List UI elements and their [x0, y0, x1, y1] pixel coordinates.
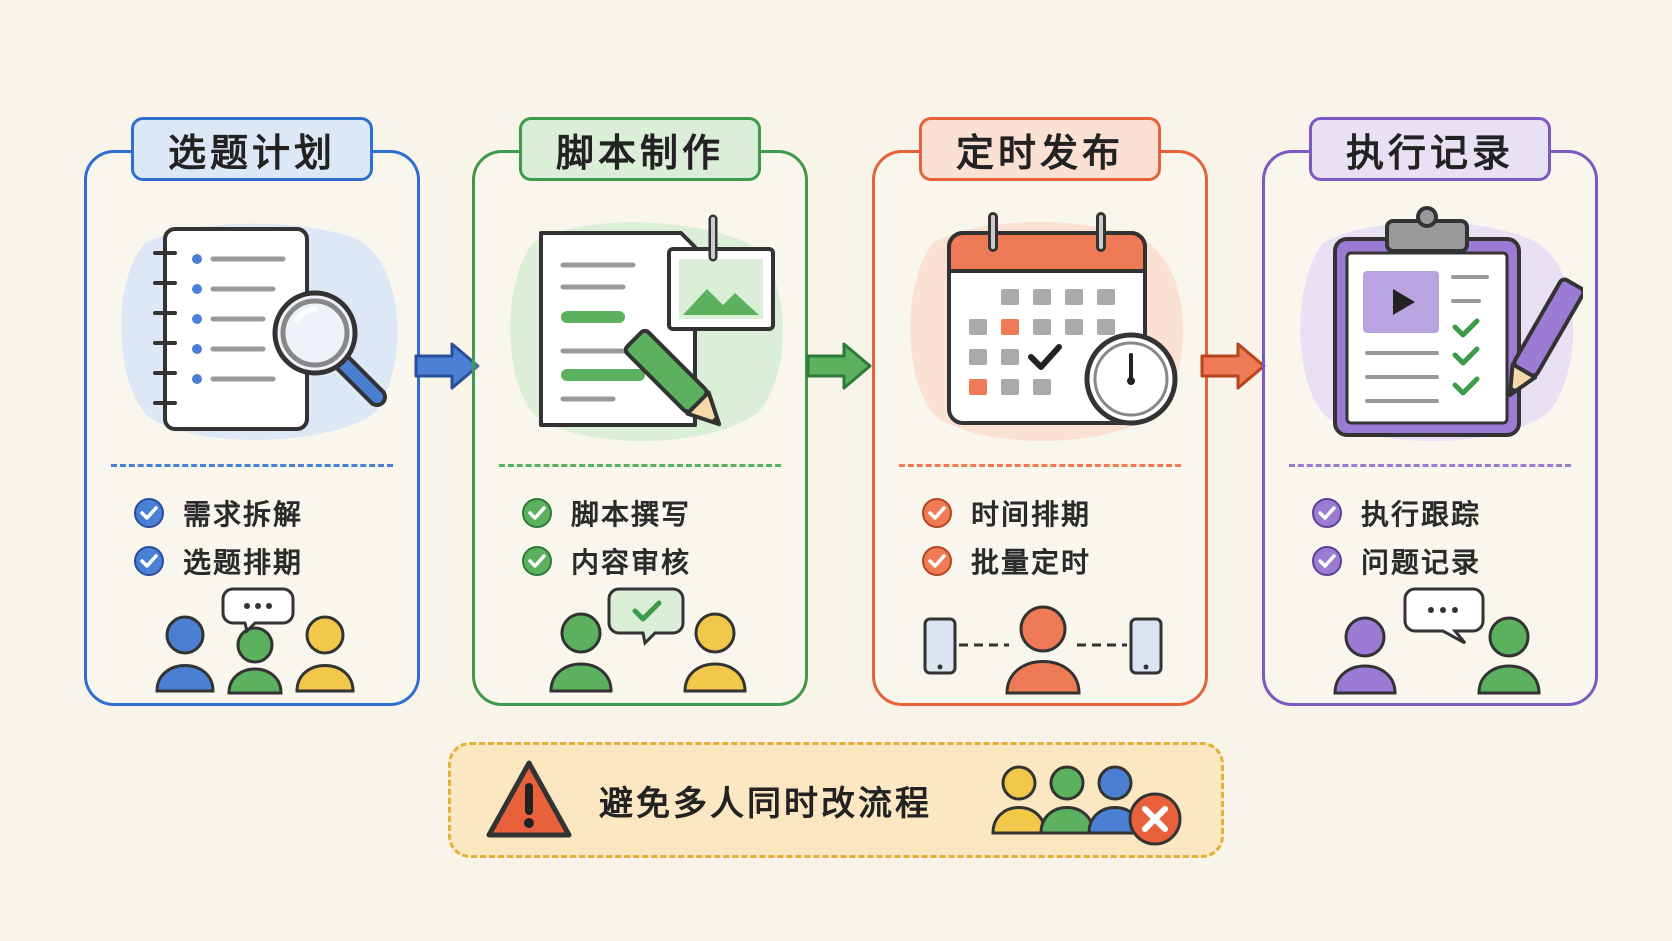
arrow-right-icon	[806, 342, 872, 390]
review-approval-icon	[549, 587, 747, 693]
multi-device-publish-icon	[923, 605, 1163, 695]
warning-text: 避免多人同时改流程	[599, 783, 932, 824]
document-pencil-icon	[510, 214, 784, 442]
stage-card-publish: 定时发布	[872, 117, 1208, 706]
check-circle-icon	[1312, 498, 1342, 528]
clipboard-checklist-icon	[1300, 206, 1583, 442]
arrow-right-icon	[1200, 342, 1266, 390]
check-circle-icon	[134, 498, 164, 528]
check-item: 内容审核	[521, 537, 691, 585]
check-label: 问题记录	[1361, 546, 1482, 579]
warning-triangle-icon	[486, 760, 572, 838]
check-label: 内容审核	[571, 546, 692, 579]
divider	[1289, 464, 1571, 467]
check-item: 问题记录	[1311, 537, 1481, 585]
check-label: 选题排期	[183, 546, 304, 579]
check-circle-icon	[922, 546, 952, 576]
check-item: 需求拆解	[133, 489, 303, 537]
stage-title-publish: 定时发布	[918, 117, 1162, 181]
stage-card-script: 脚本制作	[472, 117, 808, 706]
divider	[899, 464, 1181, 467]
divider	[111, 464, 393, 467]
stage-title-script: 脚本制作	[518, 117, 762, 181]
divider	[499, 464, 781, 467]
people-forbidden-icon	[991, 765, 1182, 846]
check-label: 时间排期	[971, 498, 1092, 531]
feedback-chat-icon	[1333, 587, 1541, 695]
check-circle-icon	[522, 546, 552, 576]
check-circle-icon	[1312, 546, 1342, 576]
check-circle-icon	[522, 498, 552, 528]
check-label: 需求拆解	[183, 498, 304, 531]
check-item: 选题排期	[133, 537, 303, 585]
check-label: 执行跟踪	[1361, 498, 1482, 531]
stage-title-plan: 选题计划	[130, 117, 374, 181]
arrow-right-icon	[414, 342, 480, 390]
notebook-magnifier-icon	[121, 223, 398, 440]
stage-title-record: 执行记录	[1308, 117, 1552, 181]
check-list: 需求拆解 选题排期	[133, 489, 303, 585]
check-item: 时间排期	[921, 489, 1091, 537]
stage-card-plan: 选题计划	[84, 117, 420, 706]
check-list: 脚本撰写 内容审核	[521, 489, 691, 585]
check-item: 执行跟踪	[1311, 489, 1481, 537]
calendar-clock-icon	[910, 212, 1184, 442]
check-list: 执行跟踪 问题记录	[1311, 489, 1481, 585]
warning-banner: 避免多人同时改流程	[448, 742, 1224, 858]
check-label: 批量定时	[971, 546, 1092, 579]
check-item: 脚本撰写	[521, 489, 691, 537]
check-item: 批量定时	[921, 537, 1091, 585]
check-list: 时间排期 批量定时	[921, 489, 1091, 585]
team-discussion-icon	[155, 587, 355, 695]
check-label: 脚本撰写	[571, 498, 692, 531]
stage-card-record: 执行记录	[1262, 117, 1598, 706]
check-circle-icon	[922, 498, 952, 528]
check-circle-icon	[134, 546, 164, 576]
